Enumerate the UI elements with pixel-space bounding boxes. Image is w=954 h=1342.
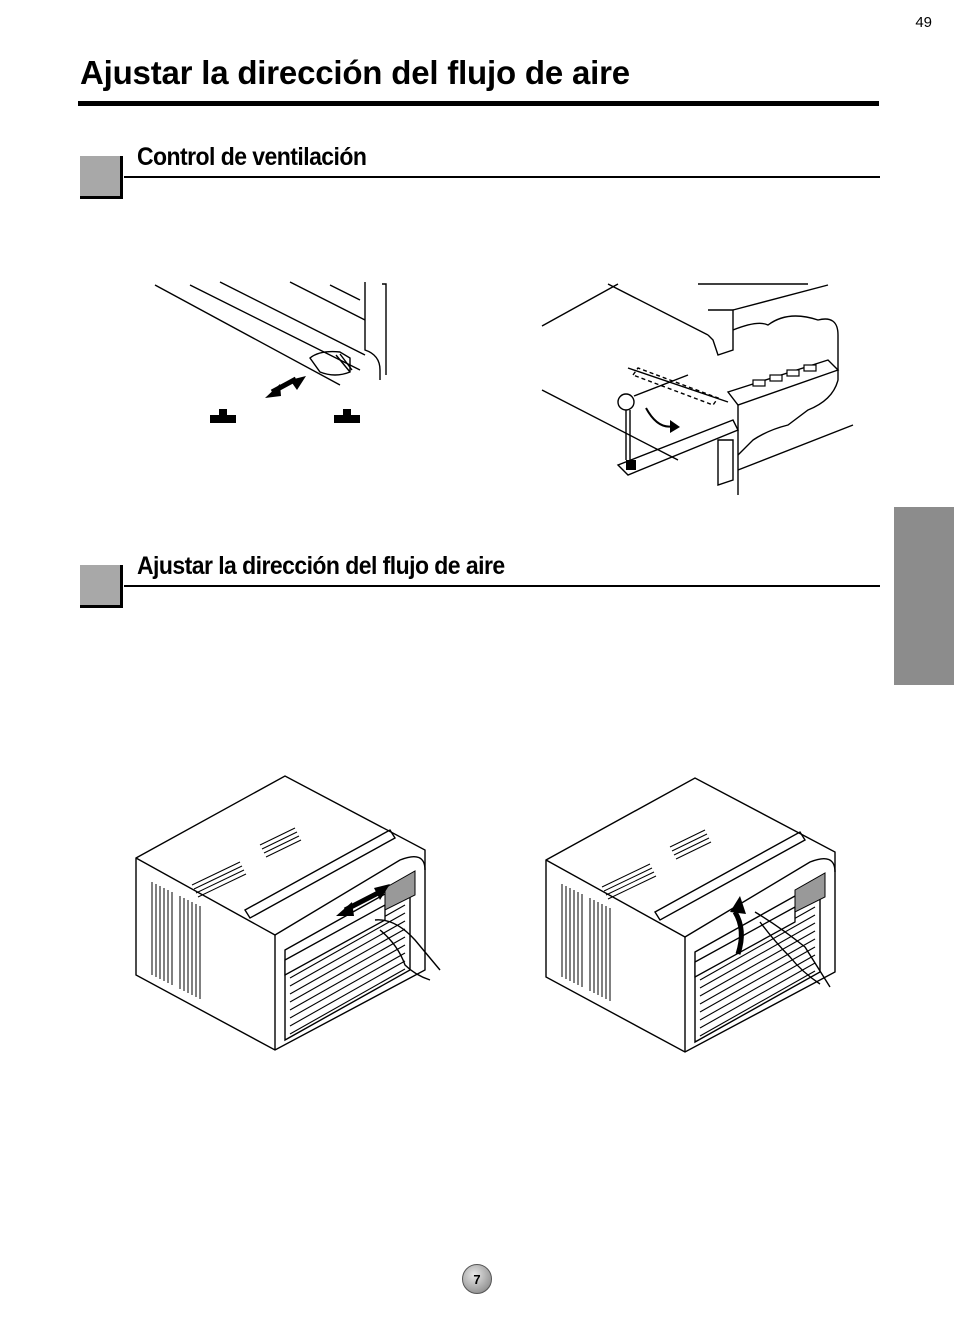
page-number: 49 bbox=[915, 14, 932, 31]
page-title: Ajustar la dirección del flujo de aire bbox=[80, 54, 630, 91]
ac-unit-vertical-louver-illustration bbox=[545, 777, 836, 1053]
section-heading-airflow: Ajustar la dirección del flujo de aire bbox=[137, 552, 505, 580]
section-marker-ventilation bbox=[80, 156, 123, 199]
vent-lever-illustration bbox=[154, 281, 387, 423]
section-marker-airflow bbox=[80, 565, 123, 608]
section-heading-ventilation: Control de ventilación bbox=[137, 143, 367, 171]
ac-unit-horizontal-louver-illustration bbox=[135, 775, 441, 1051]
chapter-side-tab bbox=[894, 507, 954, 685]
vent-slide-illustration bbox=[541, 283, 854, 495]
title-rule bbox=[78, 101, 879, 106]
section-rule-ventilation bbox=[124, 176, 880, 178]
section-rule-airflow bbox=[124, 585, 880, 587]
footer-page-badge: 7 bbox=[462, 1264, 492, 1294]
